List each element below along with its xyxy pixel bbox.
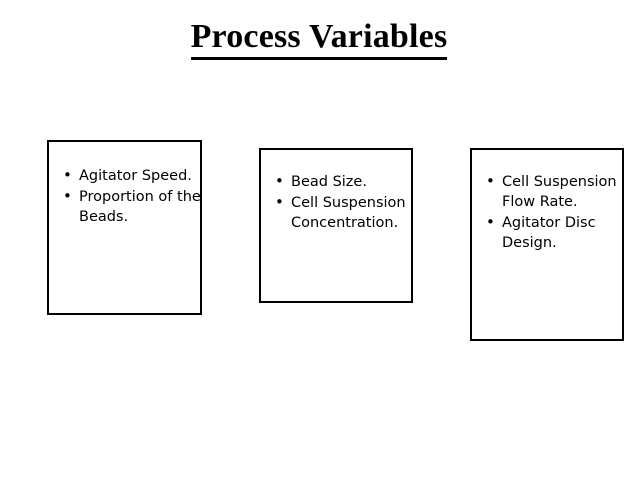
list-item: Agitator Disc Design.	[484, 212, 630, 253]
list-item: Cell Suspension Flow Rate.	[484, 171, 630, 212]
bullet-list-left: Agitator Speed. Proportion of the Beads.	[47, 165, 212, 228]
page-title-text: Process Variables	[190, 18, 448, 60]
page-title: Process Variables	[0, 18, 638, 60]
list-item: Bead Size.	[273, 171, 419, 192]
bullet-list-middle: Bead Size. Cell Suspension Concentration…	[259, 171, 419, 234]
list-item: Agitator Speed.	[61, 165, 212, 186]
list-item: Cell Suspension Concentration.	[273, 192, 419, 233]
bullet-list-right: Cell Suspension Flow Rate. Agitator Disc…	[470, 171, 630, 254]
list-item: Proportion of the Beads.	[61, 186, 212, 227]
